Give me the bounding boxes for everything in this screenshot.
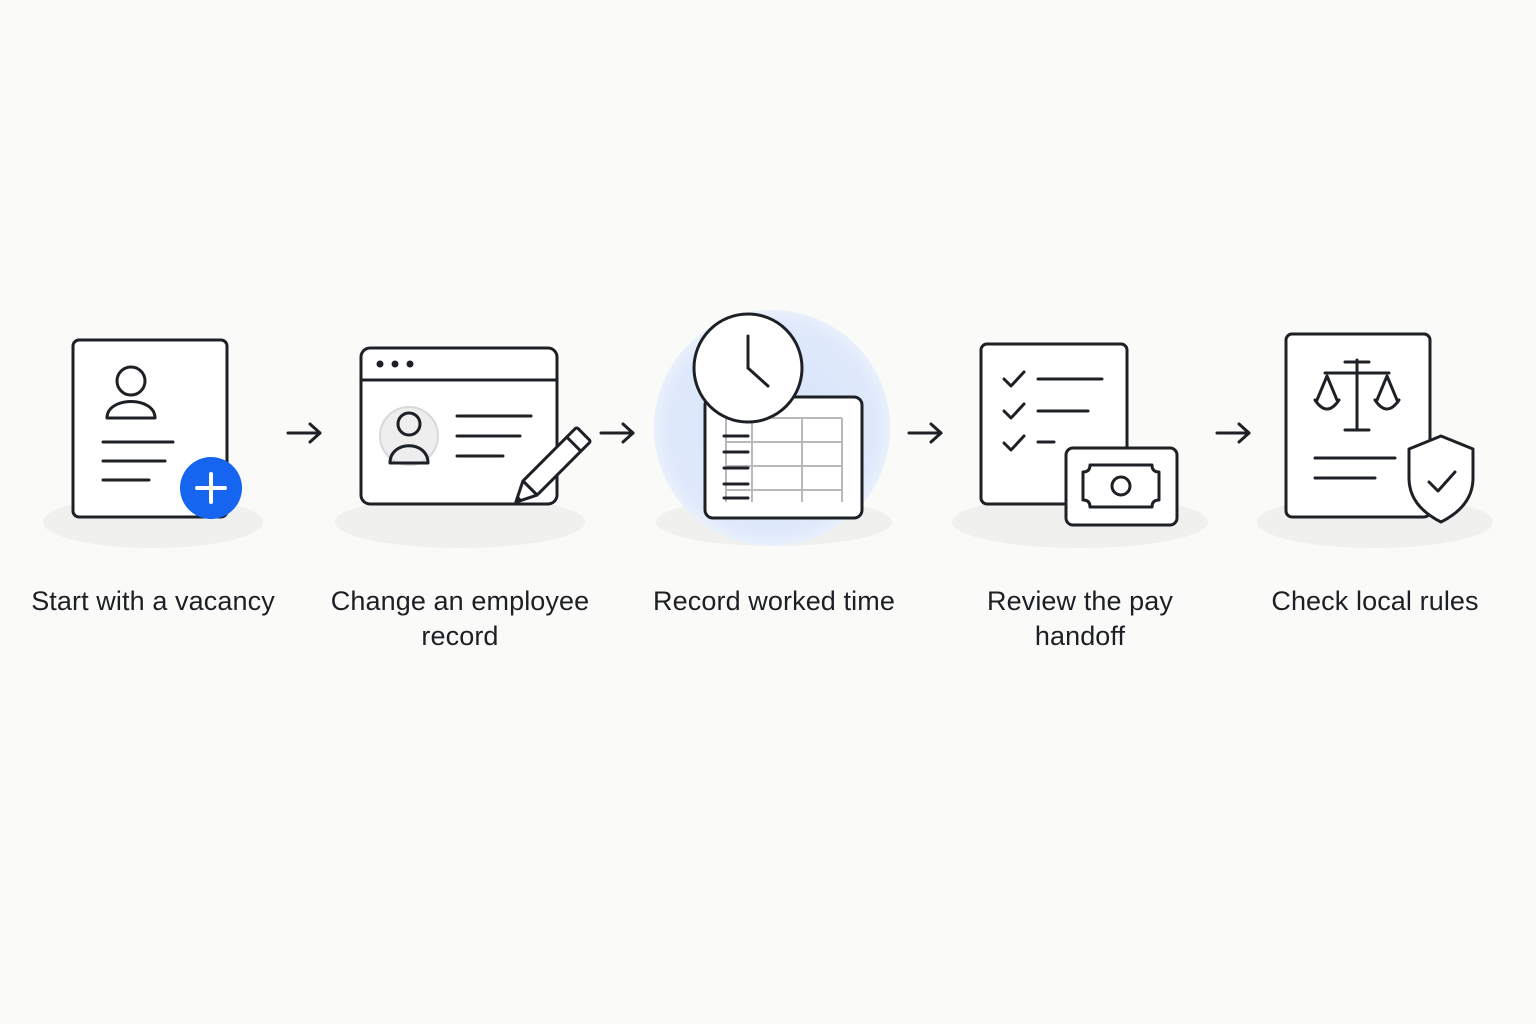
step-label: Review the pay handoff bbox=[987, 586, 1173, 651]
arrow-right-icon bbox=[599, 422, 635, 444]
step-label: Record worked time bbox=[653, 586, 895, 616]
document-person-plus-icon bbox=[43, 338, 263, 548]
checklist-banknote-icon bbox=[952, 342, 1208, 548]
step-label: Check local rules bbox=[1271, 586, 1479, 616]
arrow-right-icon bbox=[286, 422, 322, 444]
step-start-vacancy: Start with a vacancy bbox=[13, 300, 293, 680]
step-check-local-rules: Check local rules bbox=[1235, 300, 1515, 680]
arrow-right-icon bbox=[1215, 422, 1251, 444]
scales-shield-document-icon bbox=[1257, 332, 1493, 548]
step-record-worked-time: Record worked time bbox=[634, 300, 914, 680]
step-review-pay-handoff: Review the pay handoff bbox=[940, 300, 1220, 680]
arrow-right-icon bbox=[907, 422, 943, 444]
step-change-employee-record: Change an employee record bbox=[320, 300, 600, 680]
profile-window-pencil-icon bbox=[335, 346, 592, 548]
step-label: Change an employee record bbox=[330, 586, 590, 651]
clock-timesheet-icon bbox=[654, 310, 892, 546]
step-label: Start with a vacancy bbox=[31, 586, 275, 616]
